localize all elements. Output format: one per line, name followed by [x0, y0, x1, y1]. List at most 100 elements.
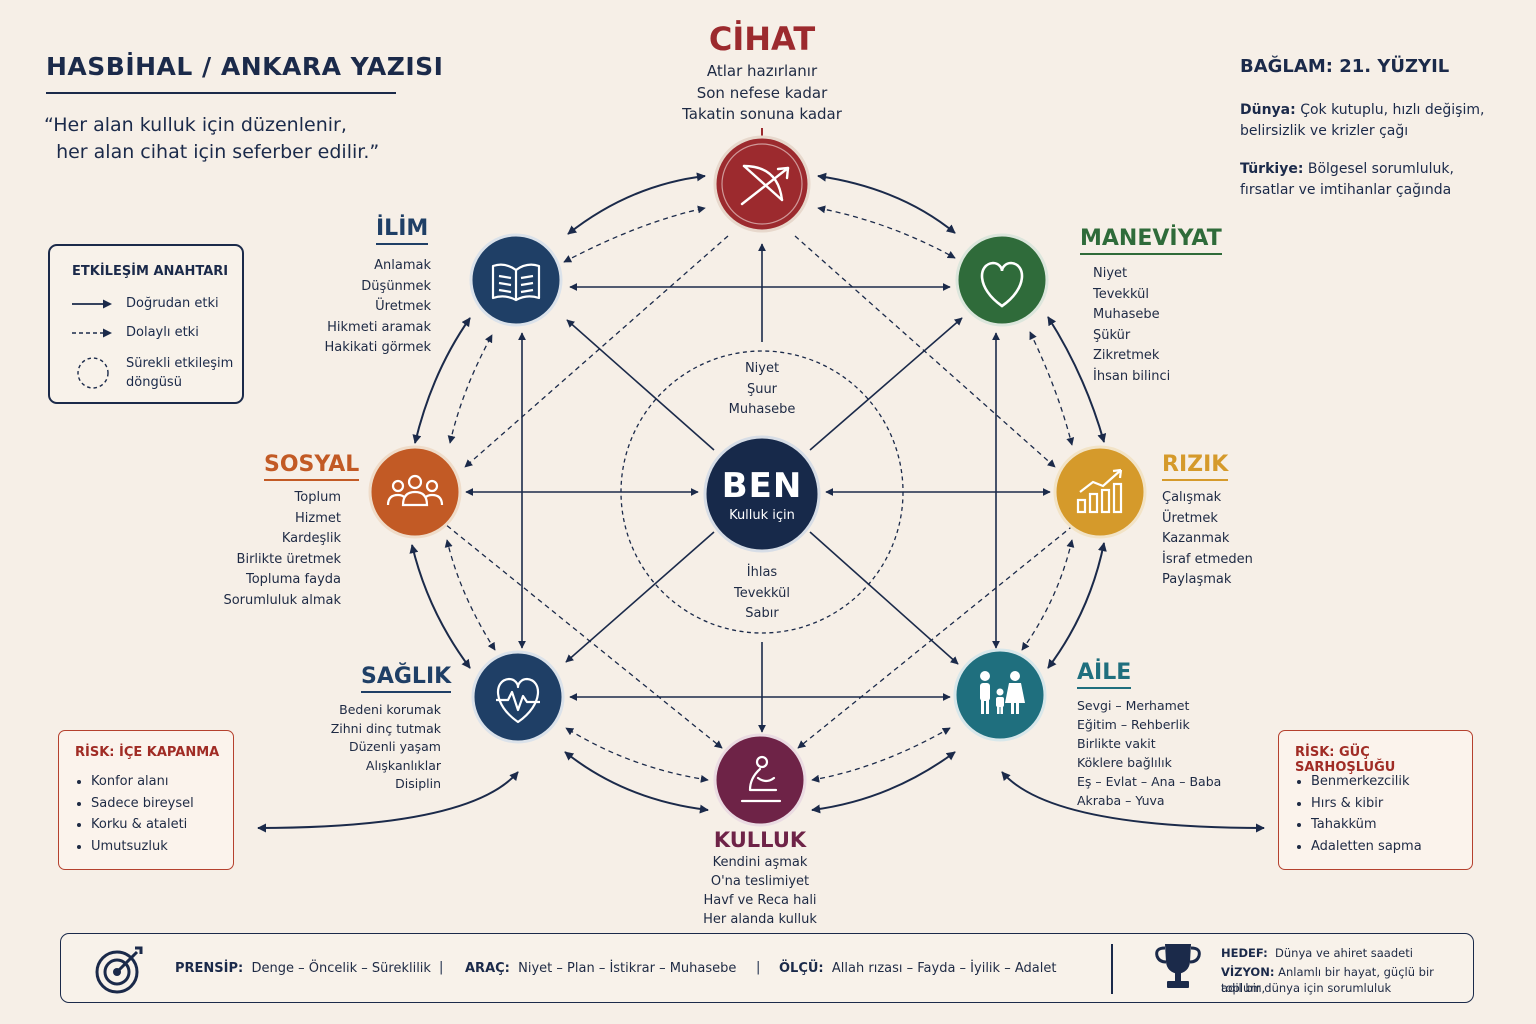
- aile-item: Sevgi – Merhamet: [1077, 698, 1190, 713]
- saglik-title: SAĞLIK: [361, 664, 452, 693]
- aile-item: Birlikte vakit: [1077, 736, 1156, 751]
- sosyal-item: Birlikte üretmek: [236, 551, 341, 567]
- kulluk-item: Kendini aşmak: [712, 855, 808, 870]
- prayer-icon: [740, 755, 782, 803]
- indirect-links: [439, 205, 1081, 783]
- tool-text: Niyet – Plan – İstikrar – Muhasebe: [518, 961, 737, 976]
- trophy-icon: [1155, 944, 1201, 988]
- center-ben: [703, 435, 821, 553]
- aile-list: Sevgi – Merhamet Eğitim – Rehberlik Birl…: [1077, 696, 1221, 810]
- footer-measure: ÖLÇÜ: Allah rızası – Fayda – İyilik – Ad…: [779, 961, 1056, 976]
- direct-arrow-icon: [72, 299, 112, 309]
- goal-label: HEDEF:: [1221, 946, 1268, 960]
- footer-bar: PRENSİP: Denge – Öncelik – Süreklilik | …: [60, 933, 1474, 1003]
- book-icon: [491, 263, 541, 302]
- people-icon: [386, 474, 444, 507]
- context-world: Dünya: Çok kutuplu, hızlı değişim, belir…: [1240, 100, 1500, 142]
- risk-right-box: RİSK: GÜÇ SARHOŞLUĞU Benmerkezcilik Hırs…: [1278, 730, 1473, 870]
- center-bottom-item: İhlas: [746, 565, 778, 580]
- aile-item: Akraba – Yuva: [1077, 793, 1165, 808]
- rizik-item: Çalışmak: [1162, 490, 1222, 505]
- risk-right-item: Tahakküm: [1311, 814, 1422, 836]
- kulluk-item: O'na teslimiyet: [710, 874, 810, 889]
- kulluk-item: Havf ve Reca hali: [703, 893, 817, 908]
- aile-item: Eğitim – Rehberlik: [1077, 717, 1190, 732]
- footer-vision: VİZYON: Anlamlı bir hayat, güçlü bir top…: [1221, 964, 1473, 996]
- kulluk-list: Kendini aşmak O'na teslimiyet Havf ve Re…: [640, 853, 880, 929]
- growth-chart-icon: [1076, 468, 1123, 514]
- maneviyat-title: MANEVİYAT: [1080, 226, 1222, 255]
- ilim-title: İLİM: [376, 216, 429, 245]
- maneviyat-item: Muhasebe: [1093, 307, 1160, 322]
- sosyal-list: Toplum Hizmet Kardeşlik Birlikte üretmek…: [200, 488, 341, 611]
- center-title: BEN: [721, 466, 803, 506]
- center-top-item: Şuur: [746, 381, 778, 397]
- rizik-title: RIZIK: [1162, 452, 1229, 481]
- risk-left-title: RİSK: İÇE KAPANMA: [75, 745, 220, 760]
- center-bottom-item: Sabır: [745, 606, 779, 621]
- risk-left-item: Sadece bireysel: [91, 793, 194, 815]
- direct-links: [465, 243, 1051, 733]
- sosyal-item: Toplum: [294, 490, 341, 505]
- aile-title: AİLE: [1077, 660, 1132, 689]
- footer-divider: [1111, 944, 1113, 994]
- maneviyat-item: Niyet: [1093, 266, 1128, 281]
- footer-separator: |: [439, 960, 444, 975]
- cihat-item: Son nefese kadar: [696, 83, 828, 102]
- saglik-item: Zihni dinç tutmak: [330, 720, 441, 736]
- node-saglik: [471, 650, 565, 744]
- legend-direct-label: Doğrudan etki: [126, 296, 219, 311]
- node-maneviyat: [955, 233, 1049, 327]
- center-subtitle: Kulluk için: [729, 508, 795, 523]
- aile-item: Eş – Evlat – Ana – Baba: [1077, 774, 1222, 789]
- node-rizik: [1053, 445, 1147, 539]
- saglik-item: Disiplin: [395, 776, 441, 791]
- legend-cycle-label-1: Sürekli etkileşim: [126, 356, 234, 371]
- footer-separator: |: [756, 960, 761, 975]
- risk-left-box: RİSK: İÇE KAPANMA Konfor alanı Sadece bi…: [58, 730, 234, 870]
- maneviyat-item: Tevekkül: [1093, 286, 1149, 302]
- world-text: Çok kutuplu, hızlı değişim, belirsizlik …: [1240, 102, 1485, 139]
- ilim-list: Anlamak Düşünmek Üretmek Hikmeti aramak …: [300, 256, 431, 359]
- footer-vision-2: adil bir dünya için sorumluluk: [1221, 981, 1392, 995]
- center-top-list: Niyet Şuur Muhasebe: [702, 359, 822, 421]
- maneviyat-item: Zikretmek: [1093, 348, 1160, 363]
- maneviyat-list: Niyet Tevekkül Muhasebe Şükür Zikretmek …: [1093, 264, 1170, 387]
- kulluk-item: Her alanda kulluk: [703, 912, 817, 927]
- target-icon: [95, 946, 143, 994]
- ilim-item: Hikmeti aramak: [327, 319, 431, 335]
- turkey-label: Türkiye:: [1240, 161, 1304, 177]
- rizik-item: Üretmek: [1162, 510, 1218, 526]
- legend-box: ETKİLEŞİM ANAHTARI Doğrudan etki Dolaylı…: [48, 244, 244, 404]
- center-bottom-item: Tevekkül: [734, 585, 790, 601]
- sosyal-item: Kardeşlik: [281, 531, 341, 546]
- cihat-item: Takatin sonuna kadar: [682, 105, 842, 123]
- risk-right-item: Hırs & kibir: [1311, 793, 1422, 815]
- goal-text: Dünya ve ahiret saadeti: [1275, 946, 1413, 960]
- risk-right-title: RİSK: GÜÇ SARHOŞLUĞU: [1295, 745, 1396, 775]
- page-title: HASBİHAL / ANKARA YAZISI: [46, 52, 444, 81]
- risk-right-item: Benmerkezcilik: [1311, 771, 1422, 793]
- sosyal-item: Hizmet: [295, 510, 341, 526]
- rizik-item: İsraf etmeden: [1162, 551, 1253, 567]
- measure-label: ÖLÇÜ:: [779, 961, 824, 976]
- center-top-item: Niyet: [744, 361, 780, 376]
- bow-arrow-icon: [740, 164, 790, 206]
- ilim-item: Anlamak: [374, 258, 431, 273]
- vision-label: VİZYON:: [1221, 965, 1275, 979]
- turkey-text: Bölgesel sorumluluk, fırsatlar ve imtiha…: [1240, 161, 1454, 198]
- legend-symbols: [72, 299, 112, 389]
- node-kulluk: [713, 733, 807, 827]
- legend-cycle-label-2: döngüsü: [126, 375, 182, 390]
- sosyal-title: SOSYAL: [264, 452, 360, 481]
- cycle-loop-icon: [77, 357, 109, 389]
- principle-label: PRENSİP:: [175, 961, 244, 976]
- context-title: BAĞLAM: 21. YÜZYIL: [1240, 56, 1450, 77]
- indirect-arrow-icon: [72, 328, 112, 338]
- saglik-item: Alışkanlıklar: [365, 757, 441, 773]
- node-cihat: [713, 135, 811, 233]
- legend-title: ETKİLEŞİM ANAHTARI: [72, 264, 229, 279]
- sosyal-item: Sorumluluk almak: [223, 592, 341, 608]
- title-underline: [46, 92, 396, 94]
- heartbeat-icon: [496, 677, 540, 724]
